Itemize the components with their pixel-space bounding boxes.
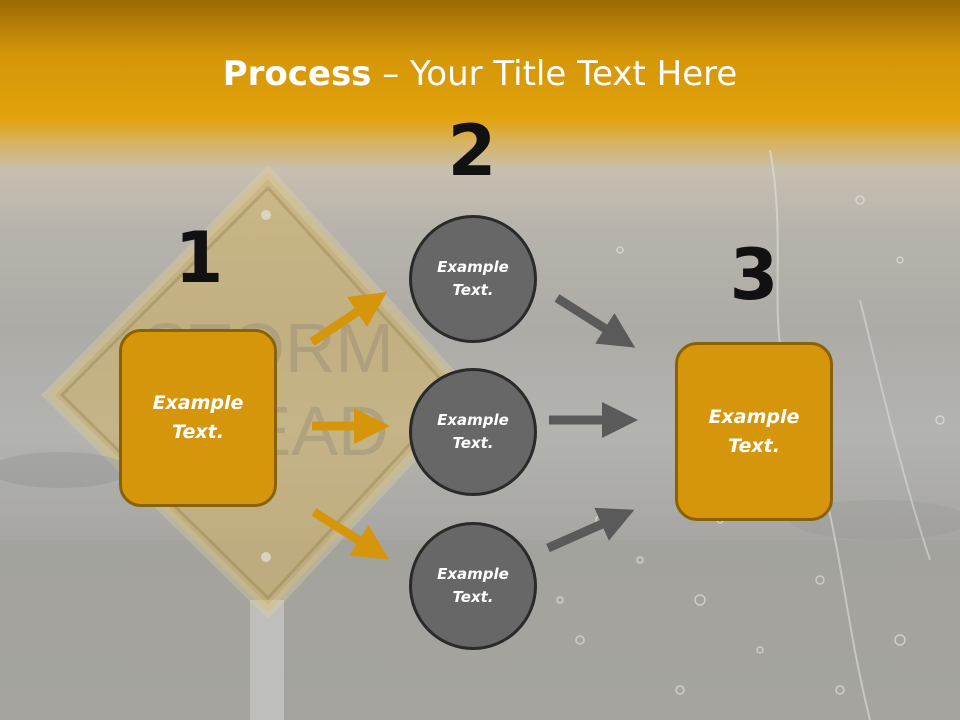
title-rest: – Your Title Text Here [371, 54, 738, 94]
circle-text-bottom: Example Text. [437, 565, 509, 606]
slide-title: Process – Your Title Text Here [0, 52, 960, 96]
title-bold: Process [222, 54, 372, 94]
step-1-box: Example Text. [119, 329, 277, 507]
circle-text-middle: Example Text. [437, 411, 509, 452]
arrow-gray-down [554, 294, 636, 348]
arrow-gray-up [546, 507, 635, 553]
step-number-3: 3 [729, 234, 779, 316]
step-3-box: Example Text. [675, 342, 833, 521]
step-3-text: Example Text. [708, 405, 800, 457]
step-2-circle-bottom: Example Text. [409, 522, 537, 650]
step-1-text: Example Text. [152, 392, 244, 443]
arrow-gold-up [309, 292, 387, 346]
step-2-circle-middle: Example Text. [409, 368, 537, 496]
circle-text-top: Example Text. [437, 258, 509, 299]
arrow-gold-down [311, 508, 390, 560]
step-number-1: 1 [174, 217, 224, 299]
step-2-circle-top: Example Text. [409, 215, 537, 343]
step-number-2: 2 [447, 110, 497, 192]
